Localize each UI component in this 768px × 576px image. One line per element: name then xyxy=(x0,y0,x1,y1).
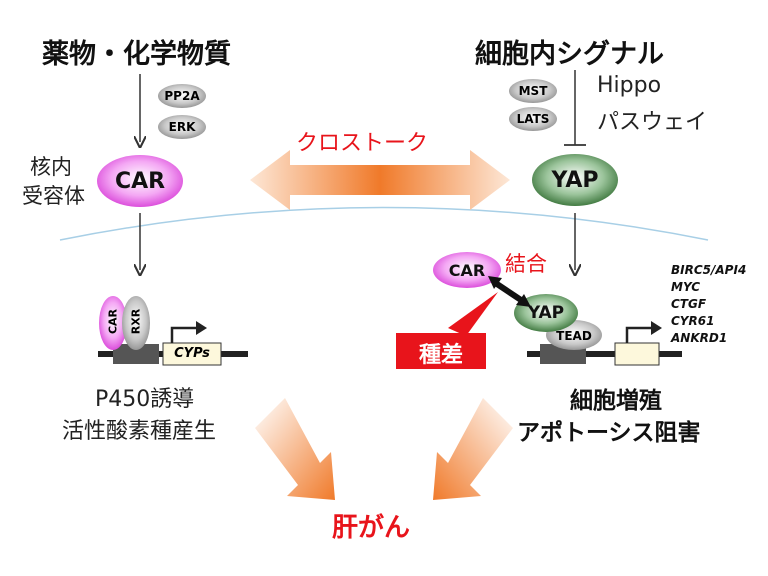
erk-kinase xyxy=(158,115,206,139)
rxr-on-dna xyxy=(122,296,150,350)
liver-cancer-label: 肝がん xyxy=(332,513,411,543)
title-left: 薬物・化学物質 xyxy=(42,39,231,70)
target-gene-box xyxy=(614,342,660,366)
outcome-left-line1: P450誘導 xyxy=(95,387,195,412)
title-right: 細胞内シグナル xyxy=(475,39,664,70)
lats-kinase xyxy=(509,107,557,131)
arrow-right-to-cancer xyxy=(433,398,513,500)
binding-label: 結合 xyxy=(505,252,547,276)
promoter-arrow-right xyxy=(625,326,653,343)
pp2a-kinase xyxy=(158,84,206,108)
mst-label: MST xyxy=(518,84,548,98)
car-receptor xyxy=(97,155,183,207)
mst-kinase xyxy=(509,79,557,103)
nuclear-membrane xyxy=(59,206,709,241)
cyps-label: CYPs xyxy=(174,346,210,361)
binding-arrowhead-a xyxy=(488,276,502,289)
car-binding-label: CAR xyxy=(448,261,486,280)
binding-arrowhead-b xyxy=(516,294,531,307)
promoter-arrow-left xyxy=(170,326,198,343)
target-gene: CTGF xyxy=(671,297,707,311)
yap-label: YAP xyxy=(551,168,599,193)
receptor-label-line2: 受容体 xyxy=(22,184,85,208)
lats-label: LATS xyxy=(516,112,550,126)
outcome-right-line1: 細胞増殖 xyxy=(570,388,662,414)
arrow-left-to-cancer xyxy=(255,398,335,500)
yap-on-dna-label: YAP xyxy=(527,303,565,323)
outcome-right-line2: アポトーシス阻害 xyxy=(517,420,701,446)
pp2a-label: PP2A xyxy=(164,89,200,103)
target-gene: MYC xyxy=(671,280,701,294)
car-binding-yap xyxy=(433,252,501,288)
species-diff-box xyxy=(396,333,486,369)
yap-on-dna xyxy=(514,294,578,332)
target-gene: CYR61 xyxy=(671,314,715,328)
binding-double-arrow xyxy=(492,279,526,305)
species-diff-label: 種差 xyxy=(418,343,463,368)
species-diff-pointer xyxy=(448,292,498,336)
crosstalk-double-arrow xyxy=(250,150,510,210)
tead-label: TEAD xyxy=(556,329,592,343)
target-gene-list: BIRC5/API4 MYC CTGF CYR61 ANKRD1 xyxy=(671,262,746,347)
rxr-label: RXR xyxy=(129,308,143,335)
target-gene: ANKRD1 xyxy=(671,331,728,345)
erk-label: ERK xyxy=(168,120,196,134)
car-label: CAR xyxy=(114,169,166,194)
receptor-label-line1: 核内 xyxy=(30,155,72,179)
car-on-dna xyxy=(99,296,127,350)
cyps-gene-box xyxy=(162,342,222,366)
yap-protein xyxy=(532,154,618,206)
response-element-left xyxy=(113,344,159,364)
promoter-arrowhead-left xyxy=(196,321,207,335)
car-on-dna-label: CAR xyxy=(106,308,120,335)
hippo-label-line2: パスウェイ xyxy=(597,110,708,135)
hippo-label-line1: Hippo xyxy=(597,73,662,98)
target-gene: BIRC5/API4 xyxy=(671,263,747,277)
outcome-left-line2: 活性酸素種産生 xyxy=(62,419,217,444)
crosstalk-label: クロストーク xyxy=(296,131,429,156)
promoter-arrowhead-right xyxy=(651,321,662,335)
